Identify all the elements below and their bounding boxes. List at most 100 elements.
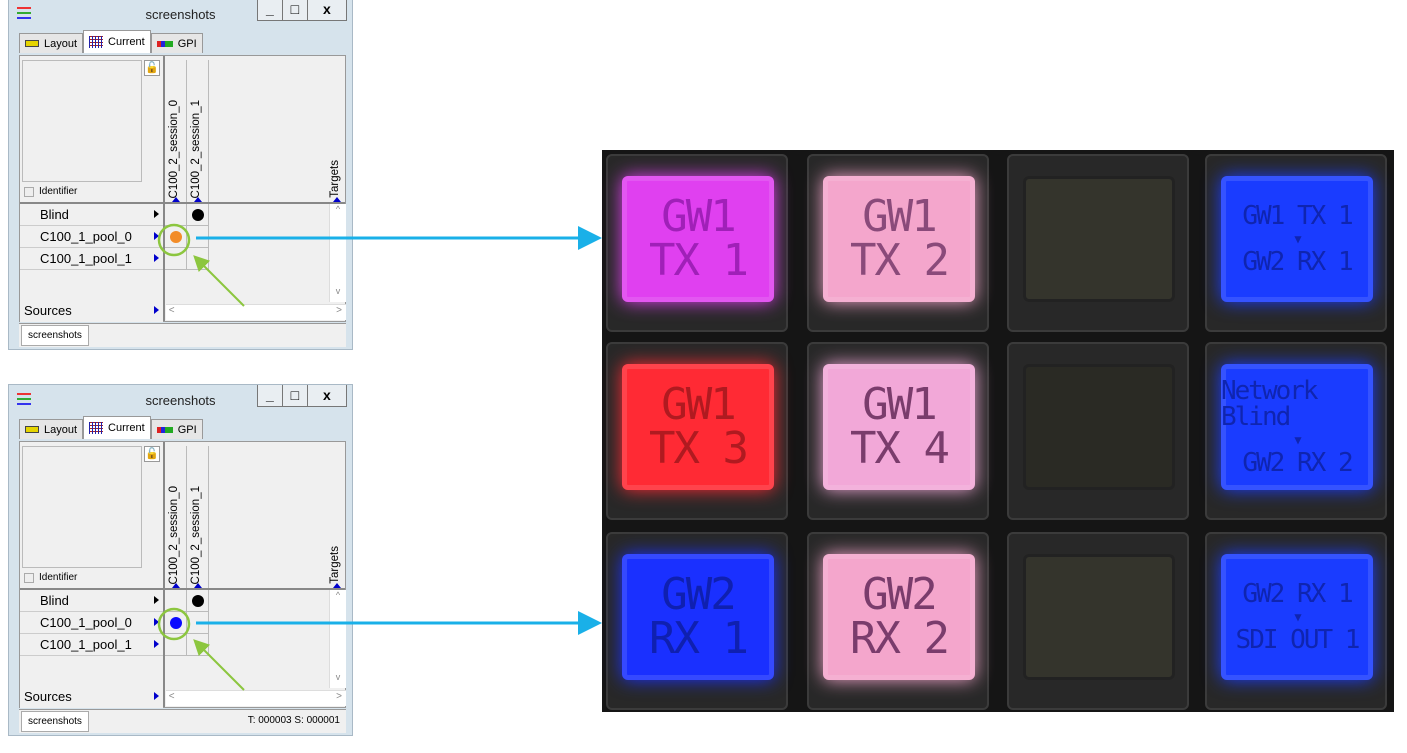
tab-bar: Layout Current GPI (19, 30, 203, 53)
vertical-divider[interactable] (163, 442, 165, 707)
vertical-divider[interactable] (163, 56, 165, 321)
crosspoint-cell[interactable] (187, 204, 209, 226)
crosspoint-dot[interactable] (170, 617, 182, 629)
key-label-line: GW2 RX 1 (1242, 579, 1353, 609)
expand-icon[interactable] (194, 197, 202, 202)
gpi-icon (156, 426, 173, 433)
sources-label: Sources (24, 689, 72, 704)
status-tab[interactable]: screenshots (21, 325, 89, 346)
row-label: C100_1_pool_1 (40, 637, 132, 652)
column-header[interactable]: C100_2_session_1 (187, 60, 209, 202)
sources-header[interactable]: Sources (20, 686, 163, 708)
tab-current[interactable]: Current (83, 30, 151, 53)
expand-icon[interactable] (172, 197, 180, 202)
pointer-arrow (193, 639, 245, 691)
expand-icon[interactable] (154, 254, 159, 262)
window-controls: _ □ x (257, 0, 347, 21)
key-display: Network Blind▼GW2 RX 2 (1221, 364, 1373, 490)
minimize-button[interactable]: _ (258, 385, 283, 406)
tab-gpi[interactable]: GPI (150, 33, 203, 53)
expand-icon[interactable] (154, 210, 159, 218)
expand-icon[interactable] (154, 618, 159, 626)
key-display (1023, 364, 1175, 490)
matrix-pane: 🔓 Identifier C100_2_session_0 C100_2_ses… (19, 441, 346, 708)
expand-icon[interactable] (154, 692, 159, 700)
status-tab[interactable]: screenshots (21, 711, 89, 732)
key-label-line: GW2 RX 1 (1242, 247, 1353, 277)
targets-header[interactable]: Targets (326, 60, 348, 202)
checkbox[interactable] (24, 572, 34, 583)
key-display (1023, 176, 1175, 302)
expand-icon[interactable] (194, 583, 202, 588)
identifier-checkbox[interactable]: Identifier (24, 572, 77, 583)
crosspoint-cell[interactable] (165, 590, 187, 612)
source-row[interactable]: Blind (20, 204, 163, 226)
crosspoint-dot[interactable] (170, 231, 182, 243)
column-header[interactable]: C100_2_session_0 (165, 446, 187, 588)
layout-icon (25, 426, 39, 433)
source-row[interactable]: C100_1_pool_0 (20, 226, 163, 248)
sources-label: Sources (24, 303, 72, 318)
column-header[interactable]: C100_2_session_0 (165, 60, 187, 202)
crosspoint-cell[interactable] (165, 634, 187, 656)
sources-header[interactable]: Sources (20, 300, 163, 322)
grid-icon (89, 422, 104, 434)
lock-icon[interactable]: 🔓 (144, 446, 160, 462)
key-label-line: TX 1 (649, 235, 749, 286)
maximize-button[interactable]: □ (282, 385, 308, 406)
key-label-line: RX 1 (649, 613, 749, 664)
maximize-button[interactable]: □ (282, 0, 308, 20)
column-header[interactable]: C100_2_session_1 (187, 446, 209, 588)
tab-gpi[interactable]: GPI (150, 419, 203, 439)
crosspoint-cell[interactable] (165, 226, 187, 248)
close-button[interactable]: x (307, 0, 346, 20)
tab-layout[interactable]: Layout (19, 419, 84, 439)
source-row[interactable]: C100_1_pool_1 (20, 248, 163, 270)
layout-icon (25, 40, 39, 47)
status-counters: T: 000003 S: 000001 (247, 715, 340, 726)
row-label: C100_1_pool_0 (40, 615, 132, 630)
horizontal-divider[interactable] (20, 202, 345, 204)
crosspoint-cell[interactable] (187, 590, 209, 612)
horizontal-divider[interactable] (20, 588, 345, 590)
crosspoint-cell[interactable] (165, 248, 187, 270)
expand-icon[interactable] (333, 197, 341, 202)
checkbox[interactable] (24, 186, 34, 197)
horizontal-scrollbar[interactable]: <> (166, 690, 346, 706)
source-row[interactable]: C100_1_pool_1 (20, 634, 163, 656)
vertical-scrollbar[interactable]: ^v (329, 204, 346, 302)
key-display (1023, 554, 1175, 680)
expand-icon[interactable] (333, 583, 341, 588)
expand-icon[interactable] (172, 583, 180, 588)
tab-label: GPI (177, 37, 197, 50)
close-button[interactable]: x (307, 385, 346, 406)
expand-icon[interactable] (154, 596, 159, 604)
expand-icon[interactable] (154, 232, 159, 240)
identifier-checkbox[interactable]: Identifier (24, 186, 77, 197)
source-row[interactable]: Blind (20, 590, 163, 612)
tab-label: Layout (44, 423, 78, 436)
crosspoint-cell[interactable] (165, 612, 187, 634)
minimize-button[interactable]: _ (258, 0, 283, 20)
gpi-icon (156, 40, 173, 47)
targets-header[interactable]: Targets (326, 446, 348, 588)
identifier-label: Identifier (39, 572, 78, 583)
key-label-line: GW1 TX 1 (1242, 201, 1353, 231)
key-label-line: GW1 (862, 191, 937, 242)
crosspoint-dot[interactable] (192, 595, 204, 607)
expand-icon[interactable] (154, 306, 159, 314)
expand-icon[interactable] (154, 640, 159, 648)
tab-layout[interactable]: Layout (19, 33, 84, 53)
crosspoint-dot[interactable] (192, 209, 204, 221)
source-row[interactable]: C100_1_pool_0 (20, 612, 163, 634)
tab-label: Current (108, 422, 145, 434)
tab-current[interactable]: Current (83, 416, 151, 439)
vertical-scrollbar[interactable]: ^v (329, 590, 346, 688)
lock-icon[interactable]: 🔓 (144, 60, 160, 76)
grid-icon (89, 36, 104, 48)
horizontal-scrollbar[interactable]: <> (166, 304, 346, 320)
